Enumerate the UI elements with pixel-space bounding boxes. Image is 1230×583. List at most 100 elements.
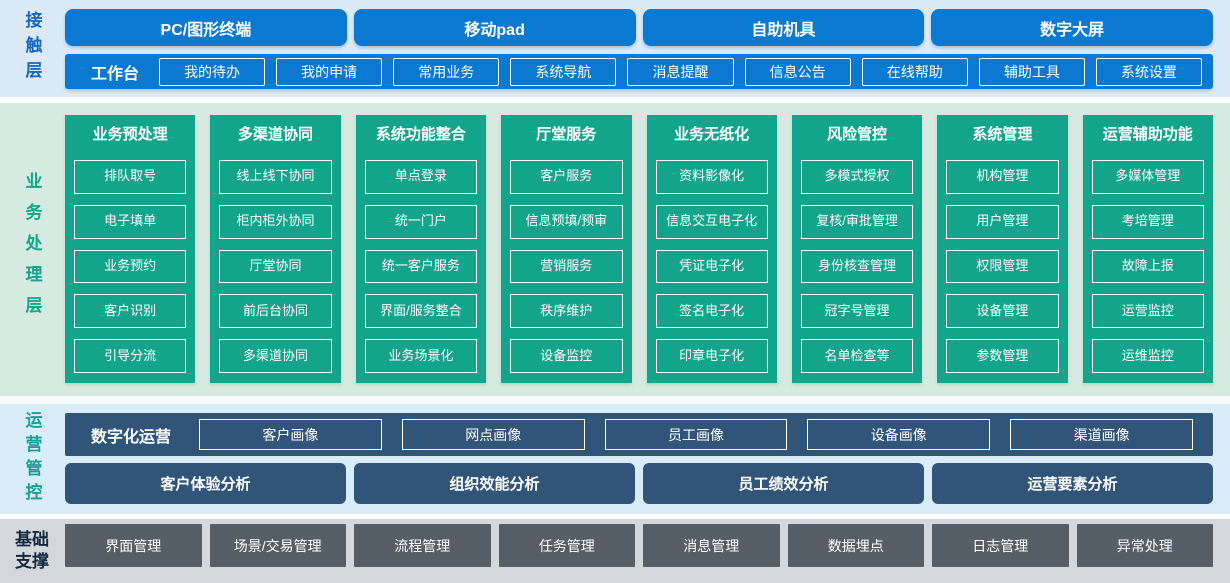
column-paperless-business: 业务无纸化 资料影像化 信息交互电子化 凭证电子化 签名电子化 印章电子化 xyxy=(646,115,777,383)
analysis-customer-experience: 客户体验分析 xyxy=(65,463,346,504)
feature-box: 多渠道协同 xyxy=(219,339,332,373)
foundation-side: 基础支撑 xyxy=(0,519,64,583)
feature-box: 引导分流 xyxy=(74,339,187,373)
channel-pc-terminal: PC/图形终端 xyxy=(65,9,347,46)
column-lobby-services: 厅堂服务 客户服务 信息预填/预审 营销服务 秩序维护 设备监控 xyxy=(501,115,632,383)
feature-box: 资料影像化 xyxy=(655,160,768,194)
column-title: 系统管理 xyxy=(972,126,1033,143)
foundation-scene-transaction-management: 场景/交易管理 xyxy=(209,524,346,567)
feature-box: 信息预填/预审 xyxy=(510,204,623,239)
feature-box: 界面/服务整合 xyxy=(364,294,478,329)
feature-box: 线上线下协同 xyxy=(219,160,332,194)
column-title: 业务无纸化 xyxy=(674,126,750,143)
digital-operation-label: 数字化运营 xyxy=(91,428,172,446)
portrait-employee: 员工画像 xyxy=(604,419,788,450)
contact-layer-side: 接触层 xyxy=(0,0,64,97)
column-title: 风险管控 xyxy=(827,126,888,143)
feature-box: 多媒体管理 xyxy=(1091,160,1204,194)
channel-self-service-machine: 自助机具 xyxy=(642,9,925,46)
workbench-item-my-todo: 我的待办 xyxy=(159,57,266,86)
feature-box: 机构管理 xyxy=(946,160,1059,194)
feature-box: 排队取号 xyxy=(74,160,187,194)
column-title: 多渠道协同 xyxy=(238,126,314,143)
workbench-item-common-business: 常用业务 xyxy=(393,57,500,86)
feature-box: 多模式授权 xyxy=(800,160,914,194)
feature-box: 客户识别 xyxy=(74,294,187,329)
feature-box: 运维监控 xyxy=(1091,339,1204,373)
workbench-label: 工作台 xyxy=(91,65,140,83)
feature-box: 用户管理 xyxy=(946,204,1059,239)
feature-box: 复核/审批管理 xyxy=(800,204,914,239)
feature-box: 凭证电子化 xyxy=(655,249,768,284)
feature-box: 运营监控 xyxy=(1091,294,1204,329)
feature-box: 冠字号管理 xyxy=(800,294,914,329)
foundation-data-tracking: 数据埋点 xyxy=(787,524,924,567)
portrait-channel: 渠道画像 xyxy=(1010,419,1193,450)
column-title: 业务预处理 xyxy=(92,126,168,143)
foundation-task-management: 任务管理 xyxy=(498,524,635,567)
workbench-bar: 工作台 我的待办 我的申请 常用业务 系统导航 消息提醒 信息公告 在线帮助 辅… xyxy=(65,54,1213,89)
feature-box: 营销服务 xyxy=(510,249,623,284)
contact-layer-label: 接触层 xyxy=(22,11,42,86)
feature-box: 签名电子化 xyxy=(655,294,768,329)
foundation-exception-handling: 异常处理 xyxy=(1076,524,1213,567)
analysis-employee-performance: 员工绩效分析 xyxy=(643,463,924,504)
feature-box: 信息交互电子化 xyxy=(655,204,768,239)
foundation-label: 基础支撑 xyxy=(15,529,49,571)
column-title: 厅堂服务 xyxy=(536,126,597,143)
feature-box: 参数管理 xyxy=(946,339,1059,373)
column-system-function-integration: 系统功能整合 单点登录 统一门户 统一客户服务 界面/服务整合 业务场景化 xyxy=(355,115,487,383)
foundation-row: 界面管理 场景/交易管理 流程管理 任务管理 消息管理 数据埋点 日志管理 异常… xyxy=(65,524,1213,567)
operation-side: 运营管控 xyxy=(0,404,64,514)
portrait-device: 设备画像 xyxy=(807,419,991,450)
feature-box: 柜内柜外协同 xyxy=(219,204,332,239)
channel-digital-screen: 数字大屏 xyxy=(931,9,1213,46)
feature-box: 统一门户 xyxy=(364,204,478,239)
analysis-operation-elements: 运营要素分析 xyxy=(932,463,1213,504)
business-layer-side: 业务处理层 xyxy=(0,103,64,396)
foundation-support-section: 基础支撑 界面管理 场景/交易管理 流程管理 任务管理 消息管理 数据埋点 日志… xyxy=(0,519,1230,583)
foundation-log-management: 日志管理 xyxy=(932,524,1069,567)
workbench-item-auxiliary-tools: 辅助工具 xyxy=(978,57,1085,86)
portrait-customer: 客户画像 xyxy=(199,419,382,450)
column-operation-auxiliary-functions: 运营辅助功能 多媒体管理 考培管理 故障上报 运营监控 运维监控 xyxy=(1082,115,1213,383)
feature-box: 厅堂协同 xyxy=(219,249,332,284)
workbench-item-info-bulletin: 信息公告 xyxy=(744,57,851,86)
column-title: 运营辅助功能 xyxy=(1102,126,1193,143)
feature-box: 权限管理 xyxy=(946,249,1059,284)
feature-box: 印章电子化 xyxy=(655,339,768,373)
feature-box: 秩序维护 xyxy=(510,294,623,329)
feature-box: 故障上报 xyxy=(1091,249,1204,284)
feature-box: 设备管理 xyxy=(946,294,1059,329)
workbench-item-message-reminder: 消息提醒 xyxy=(627,57,734,86)
column-multichannel-collaboration: 多渠道协同 线上线下协同 柜内柜外协同 厅堂协同 前后台协同 多渠道协同 xyxy=(210,115,341,383)
feature-box: 名单检查等 xyxy=(800,339,914,373)
column-risk-management: 风险管控 多模式授权 复核/审批管理 身份核查管理 冠字号管理 名单检查等 xyxy=(791,115,923,383)
feature-box: 设备监控 xyxy=(510,339,623,373)
business-processing-layer-section: 业务处理层 业务预处理 排队取号 电子填单 业务预约 客户识别 引导分流 多渠道… xyxy=(0,103,1230,396)
channel-mobile-pad: 移动pad xyxy=(353,9,636,46)
feature-box: 客户服务 xyxy=(510,160,623,194)
foundation-ui-management: 界面管理 xyxy=(65,524,202,567)
foundation-message-management: 消息管理 xyxy=(643,524,780,567)
feature-box: 前后台协同 xyxy=(219,294,332,329)
analysis-organization-efficiency: 组织效能分析 xyxy=(354,463,635,504)
feature-box: 电子填单 xyxy=(74,204,187,239)
column-title: 系统功能整合 xyxy=(375,126,466,143)
workbench-item-system-navigation: 系统导航 xyxy=(510,57,617,86)
foundation-process-management: 流程管理 xyxy=(354,524,491,567)
portrait-branch: 网点画像 xyxy=(401,419,585,450)
business-layer-label: 业务处理层 xyxy=(22,172,42,327)
channel-row: PC/图形终端 移动pad 自助机具 数字大屏 xyxy=(65,9,1213,46)
feature-box: 考培管理 xyxy=(1091,204,1204,239)
column-business-preprocessing: 业务预处理 排队取号 电子填单 业务预约 客户识别 引导分流 xyxy=(65,115,196,383)
operation-control-section: 运营管控 数字化运营 客户画像 网点画像 员工画像 设备画像 渠道画像 客户体验… xyxy=(0,404,1230,514)
analysis-row: 客户体验分析 组织效能分析 员工绩效分析 运营要素分析 xyxy=(65,463,1213,504)
column-system-management: 系统管理 机构管理 用户管理 权限管理 设备管理 参数管理 xyxy=(937,115,1068,383)
feature-box: 单点登录 xyxy=(364,160,478,194)
business-columns: 业务预处理 排队取号 电子填单 业务预约 客户识别 引导分流 多渠道协同 线上线… xyxy=(65,115,1213,383)
workbench-item-my-applications: 我的申请 xyxy=(276,57,383,86)
workbench-item-online-help: 在线帮助 xyxy=(861,57,968,86)
feature-box: 身份核查管理 xyxy=(800,249,914,284)
contact-layer-section: 接触层 PC/图形终端 移动pad 自助机具 数字大屏 工作台 我的待办 我的申… xyxy=(0,0,1230,97)
